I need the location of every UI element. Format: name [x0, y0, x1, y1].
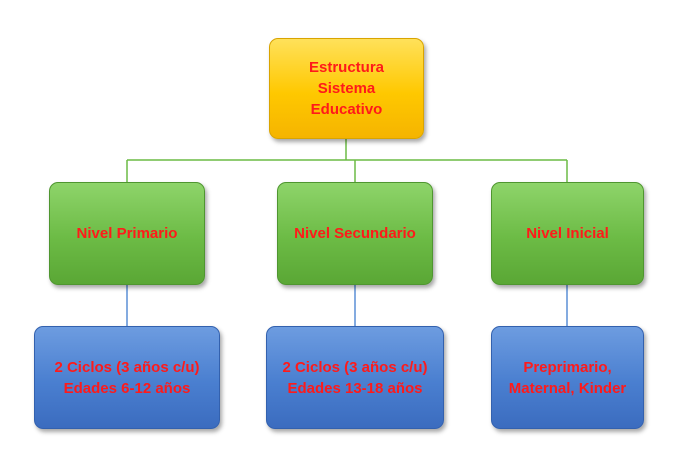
detail-node-primario: 2 Ciclos (3 años c/u) Edades 6-12 años	[34, 326, 220, 429]
level-node-secundario: Nivel Secundario	[277, 182, 433, 285]
detail-node-secundario: 2 Ciclos (3 años c/u) Edades 13-18 años	[266, 326, 444, 429]
level-node-label: Nivel Inicial	[526, 225, 609, 242]
root-node-label: Estructura Sistema Educativo	[308, 59, 385, 118]
detail-node-label: Preprimario, Maternal, Kinder	[508, 358, 627, 397]
detail-node-label: 2 Ciclos (3 años c/u) Edades 6-12 años	[54, 358, 200, 397]
level-node-inicial: Nivel Inicial	[491, 182, 644, 285]
root-node: Estructura Sistema Educativo	[269, 38, 424, 139]
detail-node-inicial: Preprimario, Maternal, Kinder	[491, 326, 644, 429]
level-node-label: Nivel Secundario	[294, 225, 416, 242]
level-node-primario: Nivel Primario	[49, 182, 205, 285]
level-node-label: Nivel Primario	[76, 225, 178, 242]
detail-node-label: 2 Ciclos (3 años c/u) Edades 13-18 años	[282, 358, 428, 397]
